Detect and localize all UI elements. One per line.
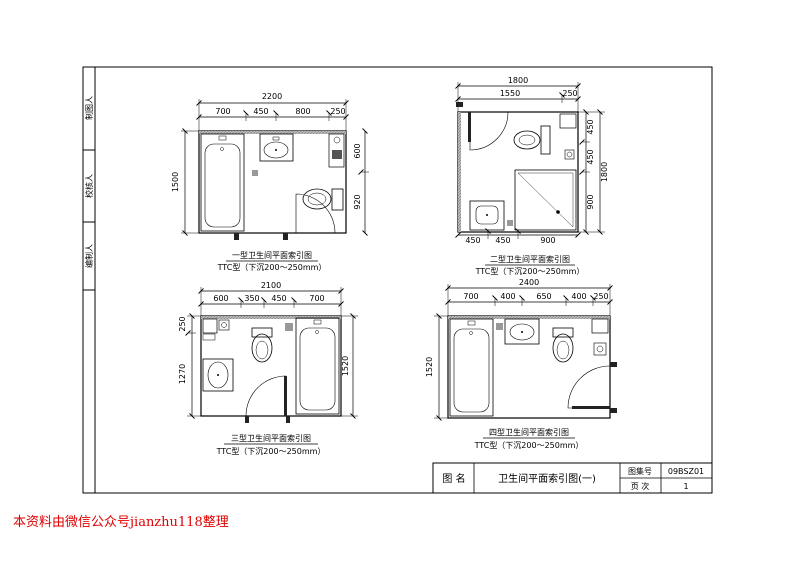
plan2-right-inner-1: 450 xyxy=(586,119,595,134)
plan2-right-overall: 1800 xyxy=(600,162,609,182)
plan1-caption: 一型卫生间平面索引图 xyxy=(232,250,312,260)
plan3-right-height: 1520 xyxy=(341,356,350,376)
watermark-text: 本资料由微信公众号jianzhu118整理 xyxy=(13,515,229,530)
plan4-toilet xyxy=(552,327,574,363)
plan2-right-inner-2: 450 xyxy=(586,149,595,164)
plan2-shower-tray xyxy=(514,169,577,231)
plan1-width-seg-4: 250 xyxy=(330,107,345,116)
plan-type-1: 2200 700 450 800 250 1500 600 920 xyxy=(171,92,369,272)
plan1-top-dims: 2200 700 450 800 250 xyxy=(196,92,349,131)
title-block-page-value: 1 xyxy=(683,482,688,491)
plan2-overall-width: 1800 xyxy=(508,76,528,85)
plan2-pipe-box xyxy=(559,113,577,129)
plan1-pipe-box xyxy=(328,133,345,168)
plan4-overall-width: 2400 xyxy=(519,278,539,287)
side-label-compiler: 编制人 xyxy=(84,244,94,268)
plan-type-3: 2100 600 350 450 700 250 1270 1520 xyxy=(178,281,358,456)
plan4-bathtub xyxy=(449,318,494,417)
plan1-washbasin xyxy=(259,133,294,162)
plan-type-2: 1800 1550 250 450 450 900 450 450 900 18… xyxy=(455,76,609,276)
plan1-width-seg-2: 450 xyxy=(253,107,268,116)
title-block-page-label: 页 次 xyxy=(631,481,650,491)
plan2-bottom-seg-2: 450 xyxy=(495,236,510,245)
plan2-subcaption: TTC型（下沉200～250mm） xyxy=(475,267,585,276)
plan3-width-seg-4: 700 xyxy=(309,294,324,303)
plan-type-4: 2400 700 400 650 400 250 1520 xyxy=(425,278,617,450)
title-block: 图 名 卫生间平面索引图(一) 图集号 09BSZ01 页 次 1 xyxy=(432,462,713,494)
plan2-top-seg-1: 1550 xyxy=(500,89,520,98)
plan2-top-seg-2: 250 xyxy=(562,89,577,98)
plan2-dims: 1800 1550 250 450 450 900 450 450 900 18… xyxy=(455,76,609,245)
plan2-toilet xyxy=(513,125,551,155)
plan3-caption: 三型卫生间平面索引图 xyxy=(231,433,311,443)
plan1-width-seg-3: 800 xyxy=(295,107,310,116)
plan4-pipe-box xyxy=(591,318,609,334)
plan4-width-seg-5: 250 xyxy=(593,292,608,301)
plan4-washbasin xyxy=(504,318,540,345)
plan3-subcaption: TTC型（下沉200～250mm） xyxy=(216,447,326,456)
plan3-left-height-1: 250 xyxy=(178,316,187,331)
plan4-door-swing xyxy=(567,365,611,409)
plan1-subcaption: TTC型（下沉200～250mm） xyxy=(217,263,327,272)
plan1-right-height-1: 600 xyxy=(353,143,362,158)
title-block-drawing-title: 卫生间平面索引图(一) xyxy=(498,472,596,485)
plan3-width-seg-2: 350 xyxy=(244,294,259,303)
plan3-door-swing xyxy=(245,375,287,417)
plan4-subcaption: TTC型（下沉200～250mm） xyxy=(474,441,584,450)
plan2-bottom-seg-1: 450 xyxy=(465,236,480,245)
plan3-left-height-2: 1270 xyxy=(178,364,187,384)
plan1-toilet xyxy=(302,188,344,211)
plan2-door-swing xyxy=(469,111,509,151)
plan1-floor-drain xyxy=(252,170,258,176)
plan2-washbasin xyxy=(469,200,505,231)
plan3-washbasin xyxy=(202,358,234,392)
plan1-bathtub xyxy=(200,133,245,232)
plan4-dims: 2400 700 400 650 400 250 1520 xyxy=(425,278,613,421)
plan3-toilet xyxy=(251,327,273,363)
plan2-right-inner-3: 900 xyxy=(586,194,595,209)
plan2-caption: 二型卫生间平面索引图 xyxy=(490,254,570,264)
plan4-width-seg-2: 400 xyxy=(500,292,515,301)
side-label-drafter: 制图人 xyxy=(84,96,94,120)
plan3-dims: 2100 600 350 450 700 250 1270 1520 xyxy=(178,281,358,419)
plan4-width-seg-4: 400 xyxy=(571,292,586,301)
plan1-door-swing xyxy=(295,193,336,234)
plan3-pipe-box xyxy=(202,318,218,334)
plan4-left-height: 1520 xyxy=(425,357,434,377)
outer-frame xyxy=(82,66,713,494)
plan2-bottom-seg-3: 900 xyxy=(540,236,555,245)
side-label-checker: 校核人 xyxy=(84,174,94,198)
plan4-width-seg-3: 650 xyxy=(536,292,551,301)
plan3-width-seg-1: 600 xyxy=(213,294,228,303)
plan1-right-height-2: 920 xyxy=(353,194,362,209)
title-block-atlas-value: 09BSZ01 xyxy=(668,467,704,476)
plan4-width-seg-1: 700 xyxy=(463,292,478,301)
plan3-bathtub xyxy=(295,317,340,415)
plan4-caption: 四型卫生间平面索引图 xyxy=(489,427,569,437)
plan1-overall-width: 2200 xyxy=(262,92,282,101)
plan3-width-seg-3: 450 xyxy=(271,294,286,303)
plan1-side-dims: 1500 600 920 xyxy=(171,128,369,236)
title-block-name-label: 图 名 xyxy=(442,472,465,485)
plan3-overall-width: 2100 xyxy=(261,281,281,290)
plan1-left-height: 1500 xyxy=(171,172,180,192)
plan1-width-seg-1: 700 xyxy=(215,107,230,116)
title-block-atlas-label: 图集号 xyxy=(628,466,652,476)
